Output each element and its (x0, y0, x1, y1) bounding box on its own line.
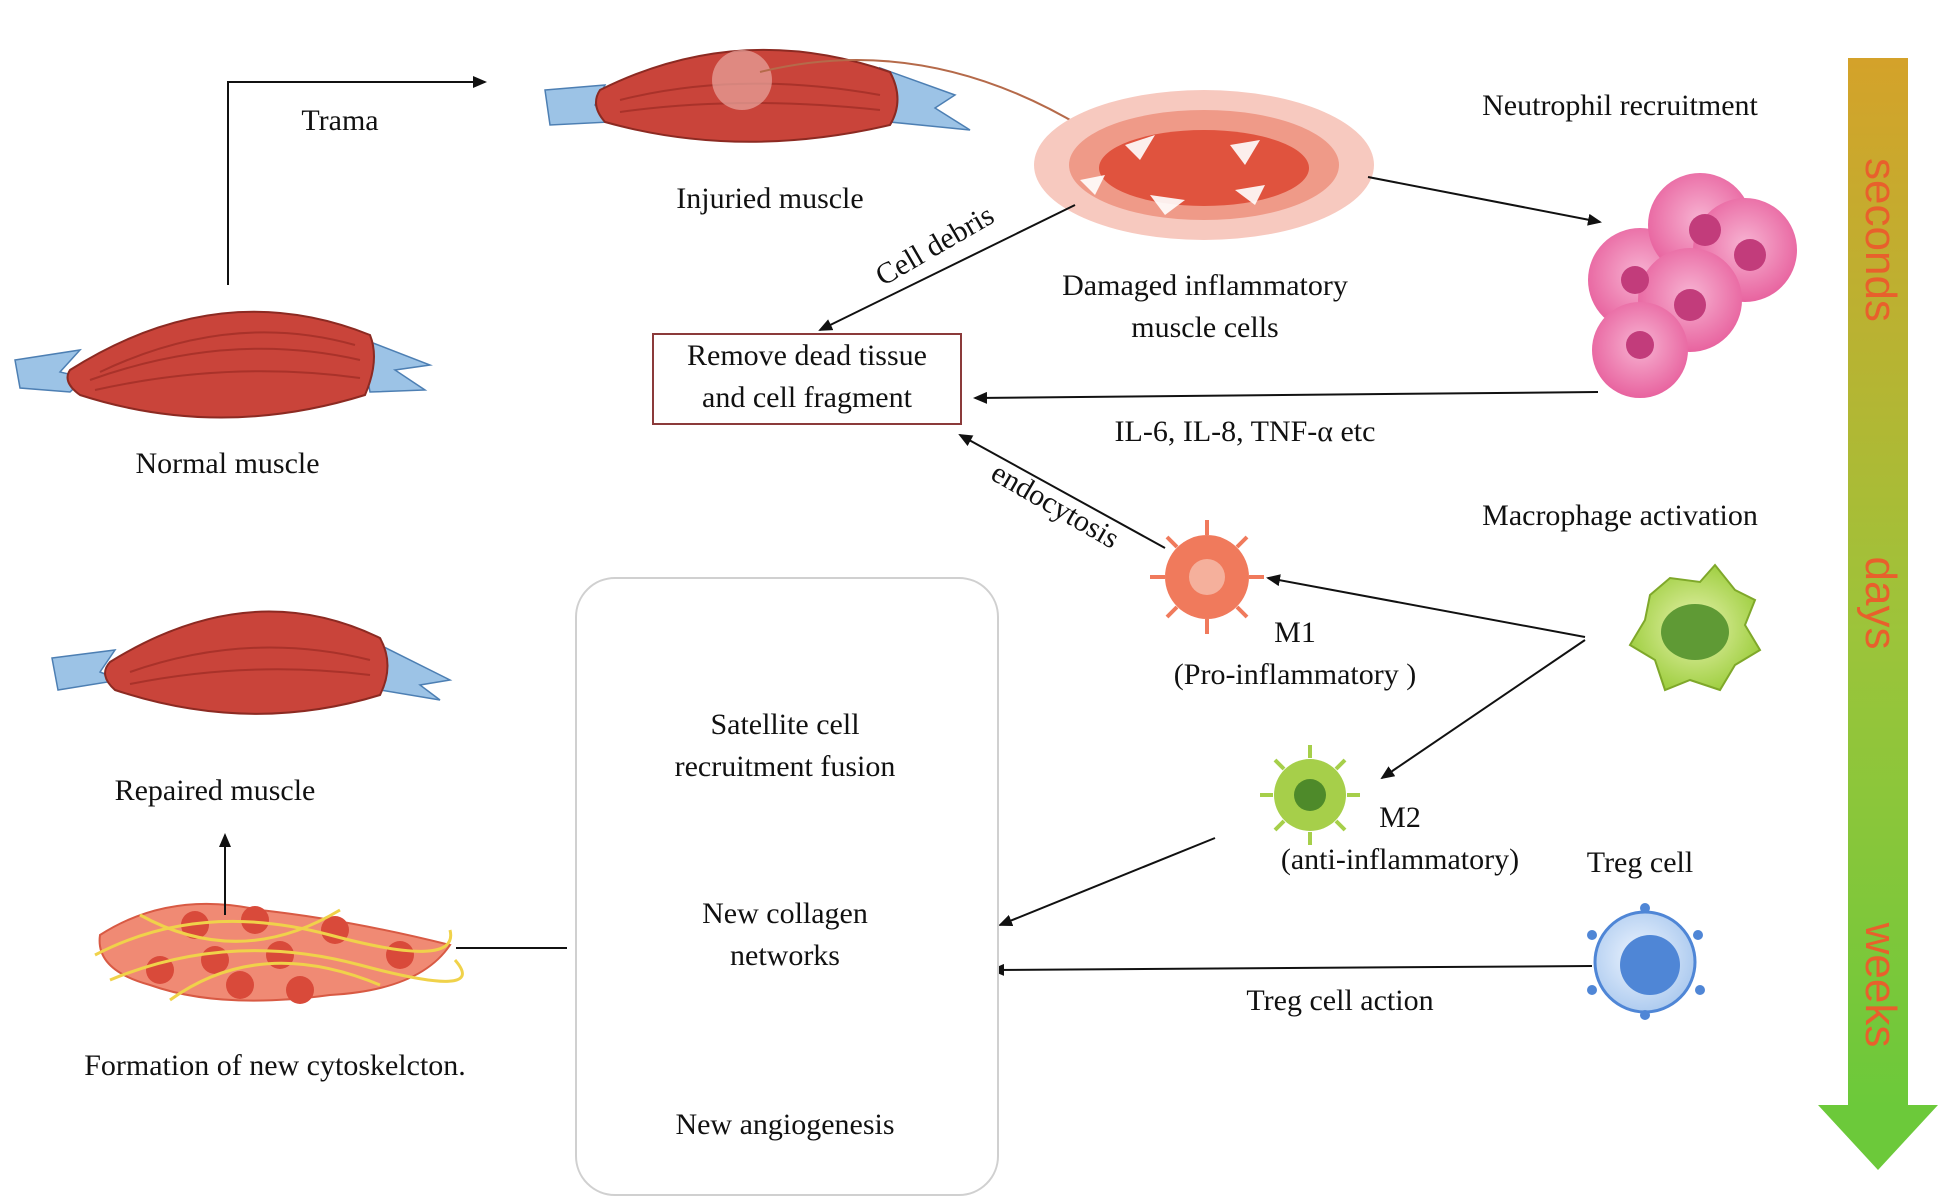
treg-cell-label: Treg cell (1586, 846, 1694, 879)
cytokines-label: IL-6, IL-8, TNF-α etc (1114, 415, 1376, 448)
repair-panel (575, 577, 999, 1196)
normal-muscle-image (14, 310, 433, 419)
remove-dead-tissue-label: Remove dead tissue and cell fragment (687, 339, 927, 414)
repaired-muscle-image (51, 610, 453, 715)
timeline-weeks-label: weeks (1856, 922, 1905, 1048)
treg-cell-image (1587, 903, 1705, 1020)
endocytosis-arrow (958, 434, 1166, 549)
m2-to-repair-arrow (998, 837, 1216, 927)
m2-activation-arrow (1380, 639, 1586, 780)
m2-label: M2 (anti-inflammatory) (1280, 801, 1520, 876)
trauma-arrow (227, 76, 487, 285)
cell-debris-arrow (818, 204, 1076, 331)
timeline-arrow (1818, 58, 1938, 1170)
arrows (219, 76, 1602, 976)
injured-muscle-image (544, 48, 1097, 143)
normal-muscle-label: Normal muscle (135, 447, 320, 480)
timeline-days-label: days (1856, 556, 1905, 650)
damaged-cells-image (1034, 90, 1374, 240)
cytokine-arrow (973, 391, 1599, 404)
collagen-label: New collagen networks (702, 897, 868, 972)
new-cytoskeleton-label: Formation of new cytoskelcton. (84, 1049, 466, 1082)
treg-action-arrow (990, 963, 1593, 976)
macrophage-image (1628, 563, 1762, 692)
satellite-cells-label: Satellite cell recruitment fusion (674, 708, 896, 783)
m1-label: M1 (Pro-inflammatory ) (1173, 616, 1417, 691)
neutrophil-recruitment-arrow (1367, 176, 1602, 226)
m2-macrophage-image (1260, 745, 1360, 845)
m1-activation-arrow (1266, 574, 1586, 638)
angiogenesis-label: New angiogenesis (675, 1108, 895, 1141)
damaged-cells-label: Damaged inflammatory muscle cells (1062, 269, 1348, 344)
trauma-label: Trama (301, 104, 379, 137)
timeline-seconds-label: seconds (1856, 158, 1905, 322)
m1-macrophage-image (1150, 520, 1264, 634)
macrophage-activation-label: Macrophage activation (1482, 499, 1758, 532)
neutrophil-recruitment-label: Neutrophil recruitment (1482, 89, 1758, 122)
treg-action-label: Treg cell action (1246, 984, 1434, 1017)
cytoskeleton-image (94, 902, 464, 1004)
repaired-muscle-label: Repaired muscle (114, 774, 316, 807)
neutrophil-cluster-image (1588, 173, 1797, 398)
remove-dead-tissue-box (652, 333, 962, 425)
injured-muscle-label: Injuried muscle (676, 182, 864, 215)
